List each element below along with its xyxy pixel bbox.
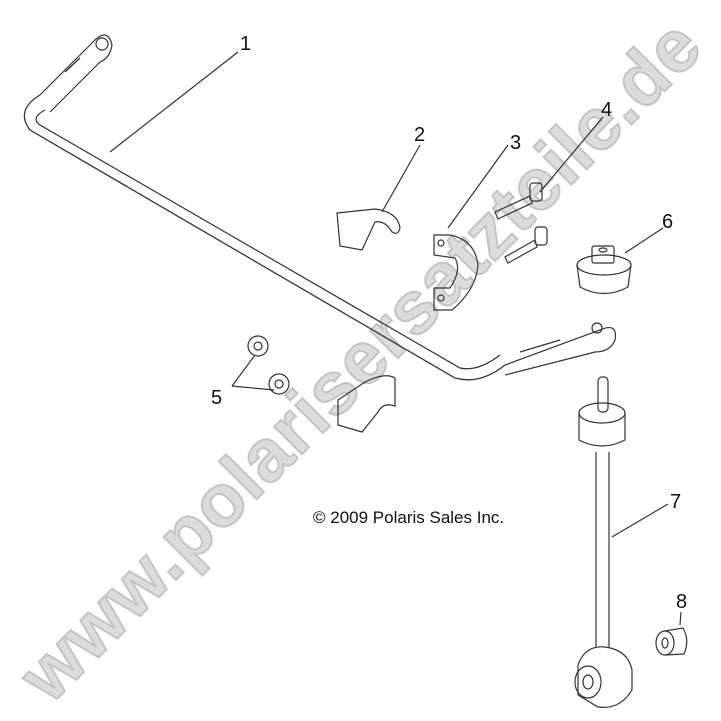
leader-line-1 <box>109 51 239 153</box>
link-rod <box>574 376 633 708</box>
nut-with-bushing <box>576 245 632 295</box>
leader-line-7 <box>611 503 669 538</box>
bushing-clamp-bracket <box>433 234 479 311</box>
callout-5: 5 <box>211 387 223 409</box>
spacer-bushing <box>655 627 688 656</box>
callout-3: 3 <box>510 132 522 154</box>
callout-1: 1 <box>240 33 252 55</box>
leader-line-3 <box>447 144 509 229</box>
callout-4: 4 <box>601 99 613 121</box>
bushing-block-bottom <box>337 375 396 433</box>
callout-7: 7 <box>670 491 682 513</box>
callout-2: 2 <box>414 124 426 146</box>
flange-nut-2 <box>268 373 290 395</box>
leader-line-5b <box>231 385 275 391</box>
bushing-block-top <box>336 208 401 251</box>
stabilizer-bar <box>23 34 617 381</box>
leader-line-4 <box>539 116 604 193</box>
callout-6: 6 <box>662 211 674 233</box>
callout-8: 8 <box>676 591 688 613</box>
flange-nut-1 <box>247 335 269 357</box>
bolts <box>494 182 548 264</box>
leader-line-2 <box>381 144 421 213</box>
leader-line-5 <box>624 227 664 254</box>
copyright-notice: © 2009 Polaris Sales Inc. <box>313 508 505 527</box>
leader-line-5a <box>231 354 256 387</box>
leader-line-8 <box>679 611 682 626</box>
